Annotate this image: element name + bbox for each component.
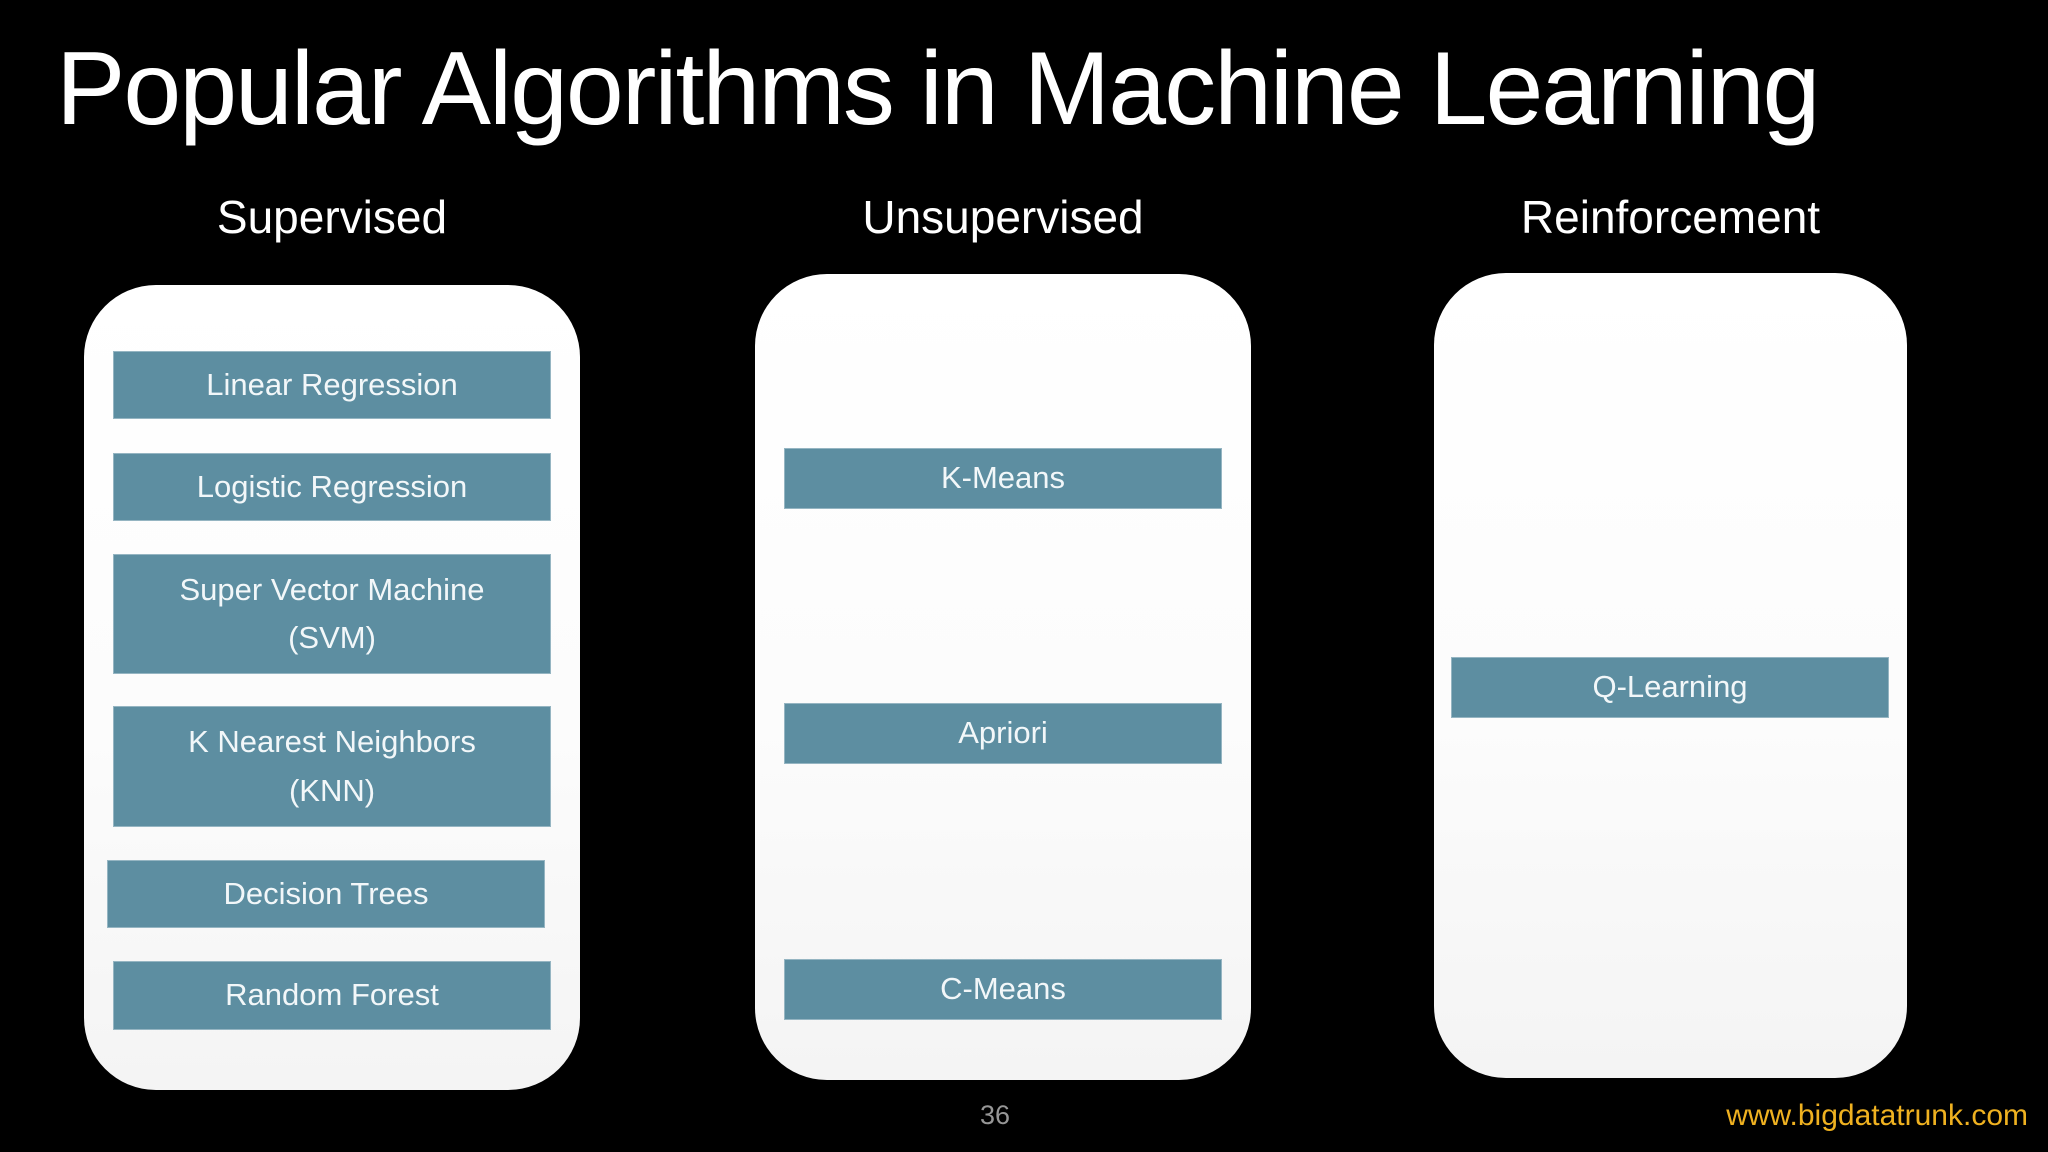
algorithm-box-random-forest: Random Forest: [113, 961, 551, 1030]
page-number: 36: [979, 1100, 1011, 1130]
algorithm-box-k-means: K-Means: [784, 448, 1222, 509]
algorithm-box-decision-trees: Decision Trees: [107, 860, 545, 928]
algorithm-box-linear-regression: Linear Regression: [113, 351, 551, 419]
algorithm-box-knn: K Nearest Neighbors (KNN): [113, 706, 551, 827]
reinforcement-card: Q-Learning: [1434, 273, 1907, 1078]
column-header-supervised: Supervised: [216, 191, 448, 243]
supervised-card: Linear Regression Logistic Regression Su…: [84, 285, 580, 1090]
algorithm-box-apriori: Apriori: [784, 703, 1222, 764]
footer-url: www.bigdatatrunk.com: [1726, 1099, 2028, 1132]
unsupervised-card: K-Means Apriori C-Means: [755, 274, 1251, 1080]
algorithm-box-c-means: C-Means: [784, 959, 1222, 1020]
algorithm-box-svm: Super Vector Machine (SVM): [113, 554, 551, 674]
column-header-unsupervised: Unsupervised: [862, 191, 1144, 243]
algorithm-box-q-learning: Q-Learning: [1451, 657, 1889, 718]
algorithm-box-logistic-regression: Logistic Regression: [113, 453, 551, 521]
slide-title: Popular Algorithms in Machine Learning: [56, 31, 1820, 147]
column-header-reinforcement: Reinforcement: [1520, 191, 1821, 243]
